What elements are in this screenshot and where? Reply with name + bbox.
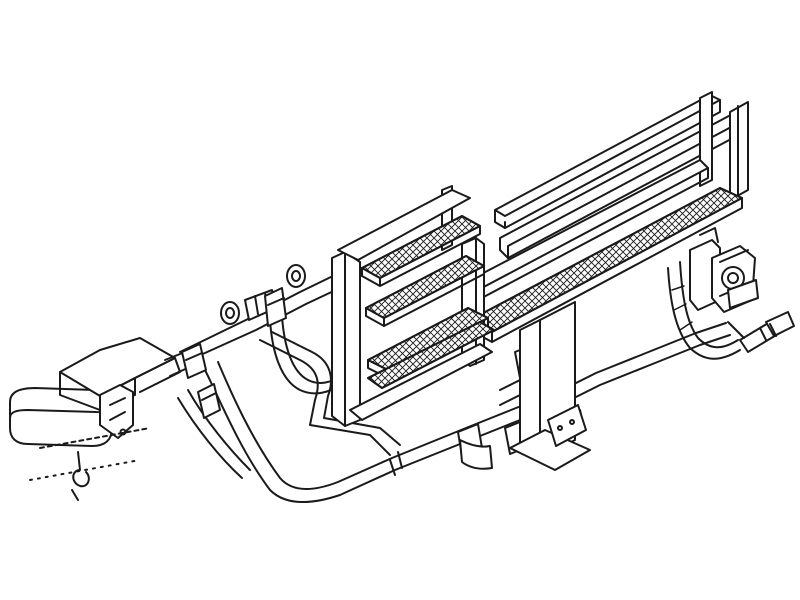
outlet-nozzle: [727, 311, 795, 353]
hose-reel-coupling: [667, 227, 759, 360]
flow-valve: [220, 264, 306, 325]
rear-frame: [441, 91, 749, 259]
mesh-step-middle: [365, 255, 485, 327]
feed-hose: [269, 315, 341, 395]
mesh-step-lower: [367, 307, 495, 389]
support-pedestal: [459, 301, 591, 471]
nozzle-assembly: [9, 337, 193, 501]
mesh-step-upper: [361, 215, 481, 287]
feed-pipe: [179, 274, 341, 363]
